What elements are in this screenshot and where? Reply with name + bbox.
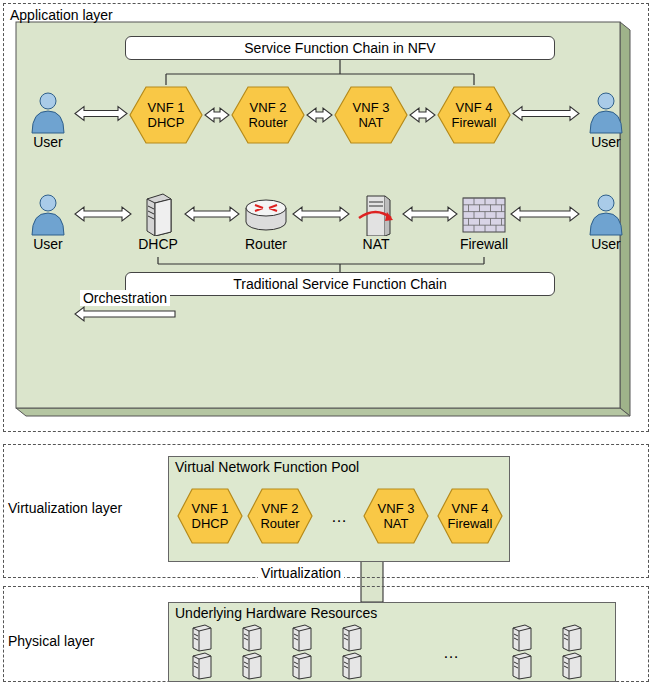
network-device: Router — [239, 192, 293, 252]
banner-title: Service Function Chain in NFV — [126, 37, 554, 59]
vnf-hexagon: VNF 2 Router — [231, 86, 305, 144]
vnf-hexagon: VNF 3 NAT — [334, 86, 408, 144]
vnf-hexagon: VNF 4 Firewall — [437, 488, 503, 544]
device-label: User — [21, 236, 75, 252]
device-label: User — [21, 134, 75, 150]
layer-title: Virtualization layer — [8, 500, 122, 516]
chain-arrow — [293, 207, 349, 221]
user-icon — [581, 192, 631, 236]
hexagon-label-box: VNF 4 Firewall — [437, 488, 503, 544]
vnf-label: VNF 3 NAT — [344, 100, 398, 130]
hexagon-label-box: VNF 2 Router — [231, 86, 305, 144]
arrow-label: Virtualization — [258, 565, 344, 581]
arrow-shape — [75, 107, 127, 121]
arrow-shape — [511, 207, 579, 221]
chain-arrow — [403, 207, 457, 221]
layer-title: Application layer — [10, 7, 113, 23]
vnf-label: VNF 4 Firewall — [447, 501, 493, 531]
network-device: User — [579, 90, 633, 150]
arrow-shape — [205, 108, 229, 122]
network-device: DHCP — [131, 192, 185, 252]
device-label: Router — [239, 236, 293, 252]
chain-arrow — [307, 108, 332, 122]
user-icon — [23, 192, 73, 236]
panel-right-face — [620, 22, 630, 416]
chain-arrow — [185, 207, 239, 221]
chain-arrow — [511, 207, 579, 221]
vnf-hexagon: VNF 3 NAT — [363, 488, 429, 544]
vnf-label: VNF 2 Router — [241, 100, 295, 130]
vnf-hexagon: VNF 1 DHCP — [177, 488, 243, 544]
vnf-hexagon: VNF 4 Firewall — [437, 86, 511, 144]
arrow-shape — [410, 108, 435, 122]
device-label: DHCP — [131, 236, 185, 252]
vnf-hexagon: VNF 2 Router — [247, 488, 313, 544]
vnf-hexagon: VNF 1 DHCP — [129, 86, 203, 144]
hexagon-label-box: VNF 4 Firewall — [437, 86, 511, 144]
fw-icon — [459, 192, 509, 236]
arrow-label: Orchestration — [80, 290, 170, 306]
device-label: Firewall — [457, 236, 511, 252]
ellipsis: … — [331, 508, 347, 526]
bracket — [166, 60, 474, 85]
arrow-shape — [513, 107, 579, 121]
vnf-label: VNF 1 DHCP — [187, 501, 233, 531]
network-device: NAT — [349, 192, 403, 252]
chain-arrow — [75, 207, 131, 221]
nat-icon — [351, 192, 401, 236]
panel-bottom-face — [16, 408, 630, 416]
chain-arrow — [75, 107, 127, 121]
hexagon-label-box: VNF 1 DHCP — [177, 488, 243, 544]
hexagon-label-box: VNF 1 DHCP — [129, 86, 203, 144]
chain-arrow — [75, 307, 175, 321]
resource-pool-box: Virtual Network Function PoolVNF 1 DHCP V… — [168, 456, 510, 562]
arrow-shape — [403, 207, 457, 221]
hexagon-label-box: VNF 3 NAT — [363, 488, 429, 544]
device-label: User — [579, 236, 633, 252]
chain-arrow — [513, 107, 579, 121]
arrow-shape — [75, 207, 131, 221]
pool-title: Virtual Network Function Pool — [175, 459, 359, 475]
layer-region: Physical layer Underlying Hardware Resour… — [3, 586, 649, 682]
network-device: User — [21, 90, 75, 150]
device-label: User — [579, 134, 633, 150]
arrow-shape — [75, 307, 175, 321]
chain-arrow — [205, 108, 229, 122]
hexagon-label-box: VNF 3 NAT — [334, 86, 408, 144]
vnf-label: VNF 4 Firewall — [447, 100, 501, 130]
user-icon — [581, 90, 631, 134]
chain-arrow — [410, 108, 435, 122]
arrow-shape — [293, 207, 349, 221]
resource-pool-box: Underlying Hardware Resources … — [168, 602, 616, 682]
arrow-shape — [307, 108, 332, 122]
vnf-label: VNF 1 DHCP — [139, 100, 193, 130]
network-device: User — [21, 192, 75, 252]
pool-title: Underlying Hardware Resources — [175, 605, 377, 621]
banner-title: Traditional Service Function Chain — [126, 273, 554, 295]
layer-title: Physical layer — [8, 633, 94, 649]
vnf-label: VNF 2 Router — [257, 501, 303, 531]
chain-banner: Service Function Chain in NFV — [125, 36, 555, 60]
hexagon-label-box: VNF 2 Router — [247, 488, 313, 544]
panel-front — [16, 22, 620, 408]
chain-banner: Traditional Service Function Chain — [125, 272, 555, 296]
arrow-shape — [185, 207, 239, 221]
network-device: Firewall — [457, 192, 511, 252]
layer-region: Application layerService Function Chain … — [3, 3, 649, 432]
router-icon — [241, 192, 291, 236]
bracket — [158, 257, 484, 272]
network-device: User — [579, 192, 633, 252]
dhcp-icon — [133, 192, 183, 236]
vnf-label: VNF 3 NAT — [373, 501, 419, 531]
device-label: NAT — [349, 236, 403, 252]
ellipsis: … — [443, 644, 459, 662]
layer-region: Virtualization layer Virtual Network Func… — [3, 444, 649, 578]
user-icon — [23, 90, 73, 134]
